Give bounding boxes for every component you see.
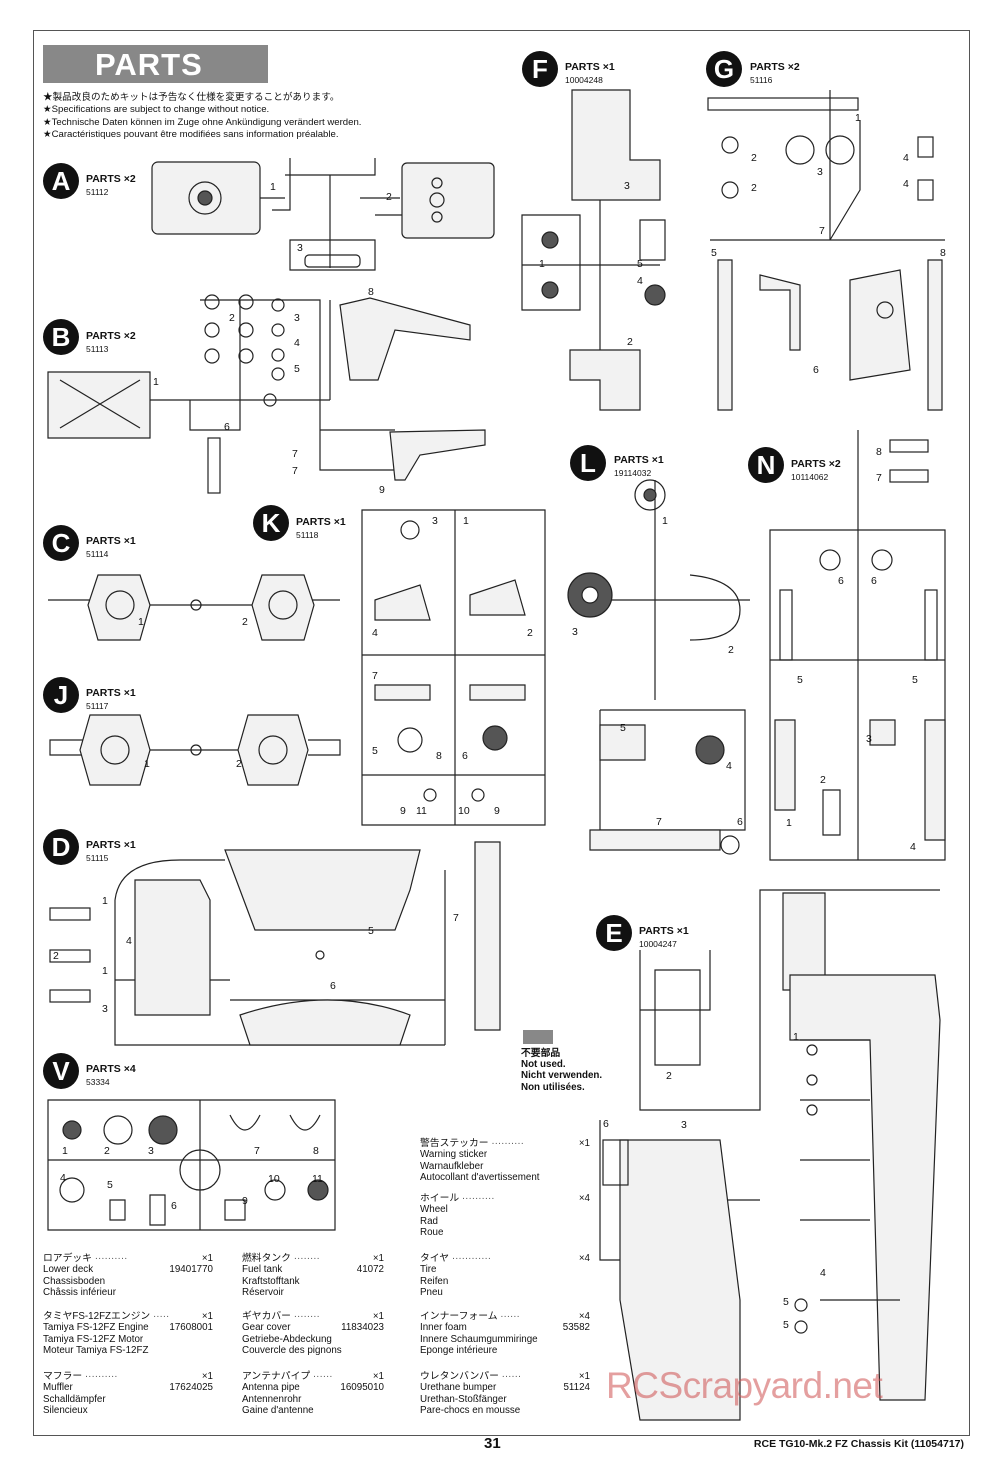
parts-l-badge: L xyxy=(570,445,606,481)
parts-a-number: 51112 xyxy=(86,187,109,197)
parts-n-number: 10114062 xyxy=(791,472,829,482)
parts-b-badge: B xyxy=(43,319,79,355)
tree-d-drawing xyxy=(49,841,501,1046)
parts-v-label: PARTS ×4 xyxy=(86,1063,136,1075)
spec-notes: ★製品改良のためキットは予告なく仕様を変更することがあります。 ★Specifi… xyxy=(43,92,361,141)
parts-g-label: PARTS ×2 xyxy=(750,61,800,73)
parts-l-number: 19114032 xyxy=(614,468,652,478)
parts-e-badge: E xyxy=(596,915,632,951)
watermark: RCScrapyard.net xyxy=(606,1365,883,1406)
parts-d-number: 51115 xyxy=(86,853,109,863)
not-used-swatch xyxy=(523,1030,553,1044)
parts-c-badge: C xyxy=(43,525,79,561)
tree-g-drawing xyxy=(707,90,945,411)
parts-a-badge: A xyxy=(43,163,79,199)
page-frame xyxy=(33,30,970,1436)
tree-e-drawing xyxy=(599,889,941,1421)
parts-k-badge: K xyxy=(253,505,289,541)
note-jp: ★製品改良のためキットは予告なく仕様を変更することがあります。 xyxy=(43,92,340,103)
tree-k-drawing xyxy=(361,509,546,826)
parts-k-number: 51118 xyxy=(296,530,319,540)
section-title-bar: PARTS xyxy=(43,45,268,83)
parts-f-number: 10004248 xyxy=(565,75,603,85)
parts-c-number: 51114 xyxy=(86,549,109,559)
tree-c-drawing xyxy=(48,574,340,641)
note-en: ★Specifications are subject to change wi… xyxy=(43,104,270,116)
parts-g-badge: G xyxy=(706,51,742,87)
parts-c-label: PARTS ×1 xyxy=(86,535,136,547)
page-number: 31 xyxy=(484,1435,501,1452)
parts-d-badge: D xyxy=(43,829,79,865)
accessory-item: タミヤFS-12FZエンジン ·····×1 Tamiya FS-12FZ En… xyxy=(43,1311,213,1356)
parts-b-number: 51113 xyxy=(86,344,109,354)
parts-a-label: PARTS ×2 xyxy=(86,173,136,185)
not-used-legend: 不要部品 Not used. Nicht verwenden. Non util… xyxy=(521,1048,603,1093)
tree-n-drawing xyxy=(769,430,946,861)
tree-l-drawing xyxy=(567,479,750,855)
parts-n-badge: N xyxy=(748,447,784,483)
parts-e-number: 10004247 xyxy=(639,939,677,949)
tree-f-drawing xyxy=(521,89,666,411)
tree-j-drawing xyxy=(49,714,341,786)
parts-j-badge: J xyxy=(43,677,79,713)
tree-v-drawing xyxy=(47,1099,336,1231)
section-title: PARTS xyxy=(95,47,203,82)
parts-e-label: PARTS ×1 xyxy=(639,925,689,937)
parts-f-badge: F xyxy=(522,51,558,87)
parts-l-label: PARTS ×1 xyxy=(614,454,664,466)
kit-title: RCE TG10-Mk.2 FZ Chassis Kit (11054717) xyxy=(753,1438,964,1450)
parts-g-number: 51116 xyxy=(750,75,773,85)
parts-v-badge: V xyxy=(43,1053,79,1089)
note-de: ★Technische Daten können im Zuge ohne An… xyxy=(43,116,362,128)
parts-d-label: PARTS ×1 xyxy=(86,839,136,851)
note-fr: ★Caractéristiques pouvant être modifiées… xyxy=(43,128,339,140)
tree-a-drawing xyxy=(151,158,495,271)
parts-j-label: PARTS ×1 xyxy=(86,687,136,699)
parts-b-label: PARTS ×2 xyxy=(86,330,136,342)
parts-n-label: PARTS ×2 xyxy=(791,458,841,470)
parts-k-label: PARTS ×1 xyxy=(296,516,346,528)
tree-b-drawing xyxy=(47,294,486,494)
parts-f-label: PARTS ×1 xyxy=(565,61,615,73)
parts-v-number: 53334 xyxy=(86,1077,110,1087)
parts-j-number: 51117 xyxy=(86,701,109,711)
